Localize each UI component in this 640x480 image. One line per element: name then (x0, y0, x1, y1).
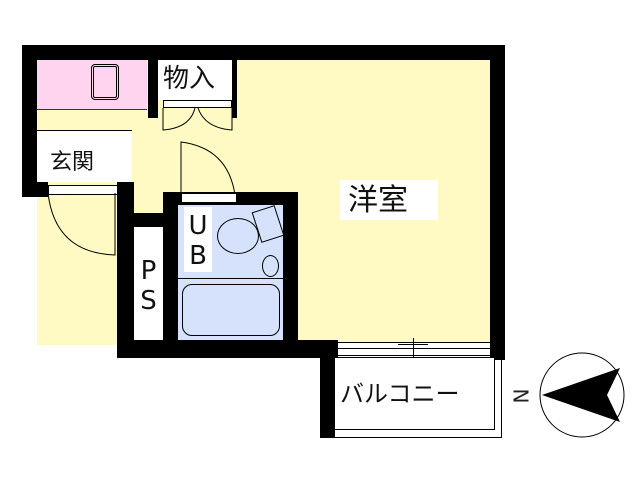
balcony-label: バルコニー (340, 380, 460, 408)
entrance-area (37, 133, 132, 182)
storage-closet (158, 60, 232, 100)
wall-balcony-left (320, 356, 335, 438)
storage-door-frame (163, 100, 232, 108)
wall-top (22, 45, 505, 60)
balcony-window (338, 342, 490, 356)
wall-bath-right (283, 192, 298, 358)
storage-door-swing-icon (162, 107, 233, 131)
sink-icon (91, 64, 119, 100)
unit-bath-label-u: U (188, 211, 208, 241)
entrance-door-swing-icon (47, 193, 116, 256)
wall-right (490, 45, 505, 360)
pipe-space-label-s: S (140, 286, 157, 316)
pipe-space-label-p: P (140, 256, 157, 286)
bathtub-icon (182, 284, 280, 336)
balcony (335, 357, 495, 430)
north-arrow-icon (539, 352, 625, 438)
western-room-label: 洋室 (348, 183, 408, 218)
unit-bath-label-bg (184, 207, 212, 272)
sink-basin-icon (262, 255, 279, 277)
window-track (338, 348, 490, 349)
wall-ps-top (117, 213, 178, 227)
bath-divider (178, 278, 283, 279)
bath-door-frame (181, 193, 237, 203)
entrance-step (37, 130, 132, 134)
compass-label: N (508, 388, 533, 404)
wall-closet-right (232, 60, 237, 118)
wall-bottom-room (298, 340, 338, 358)
wall-ps-left (117, 182, 134, 358)
entrance-label: 玄関 (50, 150, 95, 175)
unit-bath-label-b: B (189, 241, 207, 271)
toilet-bowl-icon (217, 218, 259, 254)
wall-bath-left (163, 192, 178, 358)
wall-left (22, 45, 37, 197)
room-door-swing-icon (180, 141, 236, 200)
pipe-space (134, 227, 163, 340)
wall-closet-left (148, 60, 158, 118)
window-handle-v (413, 338, 414, 358)
western-room-label-bg (340, 180, 438, 220)
storage-label: 物入 (163, 64, 216, 94)
balcony-rail (335, 356, 502, 438)
